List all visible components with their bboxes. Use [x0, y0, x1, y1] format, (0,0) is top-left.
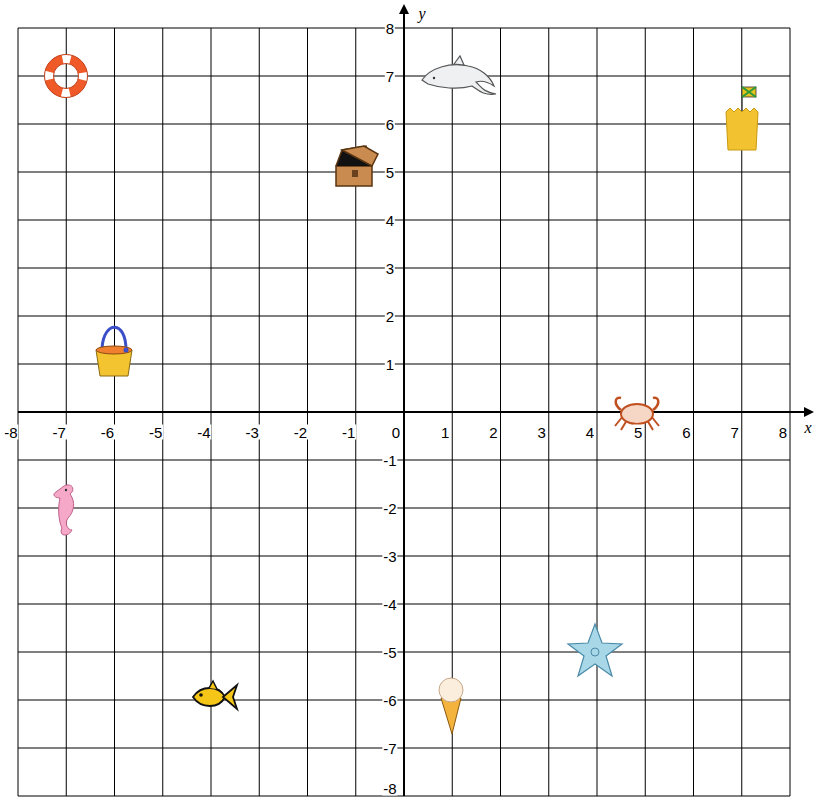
tick-label: -1	[341, 425, 356, 440]
tick-label: 3	[385, 261, 395, 276]
tick-label: 1	[440, 425, 450, 440]
tick-label: -4	[382, 597, 397, 612]
seahorse-icon	[54, 485, 74, 535]
tick-label: 3	[537, 425, 547, 440]
tick-label: 8	[385, 21, 395, 36]
tick-label: 5	[385, 165, 395, 180]
axis-line	[403, 8, 405, 796]
tick-label: -3	[382, 549, 397, 564]
tick-label: -4	[196, 425, 211, 440]
tick-label: -5	[148, 425, 163, 440]
tick-label: -5	[382, 645, 397, 660]
tick-label: -6	[100, 425, 115, 440]
lifebuoy-icon	[45, 55, 88, 98]
tick-label: 4	[585, 425, 595, 440]
tick-label: 5	[633, 425, 643, 440]
tick-label: -7	[382, 741, 397, 756]
tick-label: -8	[3, 425, 18, 440]
tick-label: -2	[293, 425, 308, 440]
fish-icon	[193, 681, 237, 709]
axes	[18, 4, 814, 796]
tick-label: 1	[385, 357, 395, 372]
dolphin-icon	[422, 56, 496, 94]
tick-label: -3	[245, 425, 260, 440]
tick-label: 0	[391, 425, 401, 440]
tick-label: -1	[382, 453, 397, 468]
ice-cream-icon	[439, 678, 463, 734]
tick-label: -7	[52, 425, 67, 440]
axis-label: x	[803, 420, 812, 436]
tick-label: -8	[382, 781, 397, 796]
axis-arrowhead	[399, 4, 409, 14]
sandcastle-icon	[726, 87, 758, 150]
axis-arrowhead	[804, 407, 814, 417]
axis-label: y	[417, 6, 426, 22]
tick-label: 2	[488, 425, 498, 440]
starfish-icon	[568, 624, 622, 676]
tick-label: 6	[681, 425, 691, 440]
bucket-icon	[96, 327, 132, 376]
tick-label: 8	[778, 425, 788, 440]
tick-label: 7	[385, 69, 395, 84]
tick-label: 7	[730, 425, 740, 440]
axis-line	[18, 411, 806, 413]
tick-label: 6	[385, 117, 395, 132]
tick-label: -2	[382, 501, 397, 516]
tick-label: -6	[382, 693, 397, 708]
tick-label: 4	[385, 213, 395, 228]
treasure-chest-icon	[336, 146, 378, 186]
tick-label: 2	[385, 309, 395, 324]
